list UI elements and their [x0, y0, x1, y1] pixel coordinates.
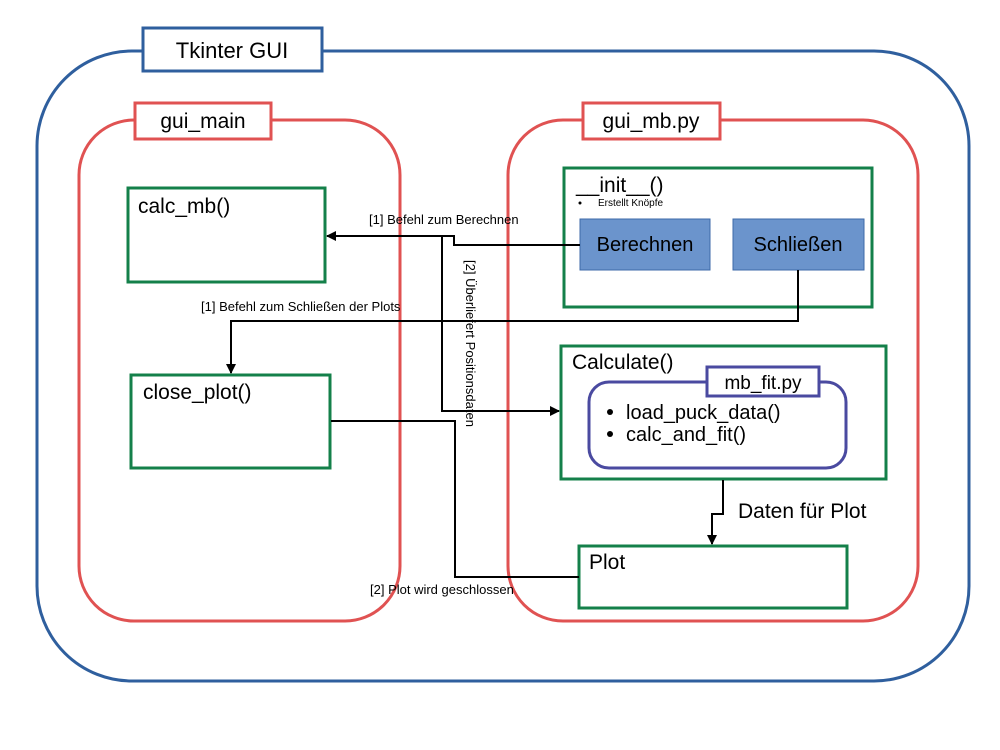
init-bullet-dot: [578, 201, 582, 205]
label-positionsdaten: [2] Überliefert Positionsdaten: [463, 260, 478, 427]
mb-fit-bullet-2: [607, 431, 613, 437]
gui-main-title: gui_main: [160, 110, 245, 133]
line-plot-to-close-plot: [331, 420, 579, 578]
init-bullet-text: Erstellt Knöpfe: [598, 198, 663, 209]
gui-mb-title: gui_mb.py: [603, 110, 700, 133]
tkinter-gui-title-box: [141, 26, 324, 73]
arrow-calculate-to-plot: [707, 480, 724, 545]
calc-mb-box: [126, 186, 327, 284]
berechnen-button-label: Berechnen: [597, 234, 694, 256]
mb-fit-item-2: calc_and_fit(): [626, 424, 746, 446]
mb-fit-item-1: load_puck_data(): [626, 402, 781, 424]
label-befehl-schliessen: [1] Befehl zum Schließen der Plots: [201, 299, 401, 314]
calc-mb-label: calc_mb(): [138, 195, 230, 218]
label-befehl-berechnen: [1] Befehl zum Berechnen: [369, 212, 519, 227]
init-title: __init__(): [575, 174, 664, 197]
mb-fit-bullet-1: [607, 409, 613, 415]
arrow-schliessen-to-close-plot: [226, 270, 799, 374]
label-plot-geschlossen: [2] Plot wird geschlossen: [370, 582, 514, 597]
mb-fit-title-box: [705, 365, 821, 398]
gui-mb-title-box: [581, 101, 722, 141]
plot-box: [577, 544, 849, 610]
arrow-berechnen-to-calc-mb: [326, 231, 580, 246]
schliessen-button-label: Schließen: [754, 234, 843, 256]
label-daten-plot: Daten für Plot: [738, 500, 867, 523]
berechnen-button: [579, 218, 711, 271]
close-plot-label: close_plot(): [143, 381, 252, 404]
close-plot-box: [129, 373, 332, 470]
gui-main-title-box: [133, 101, 273, 141]
mb-fit-title: mb_fit.py: [724, 373, 802, 394]
tkinter-gui-container: [35, 49, 971, 683]
schliessen-button: [732, 218, 865, 271]
plot-label: Plot: [589, 551, 625, 574]
tkinter-gui-title: Tkinter GUI: [176, 38, 288, 63]
calculate-title: Calculate(): [572, 351, 674, 374]
arrow-calc-mb-to-calculate: [441, 236, 560, 416]
